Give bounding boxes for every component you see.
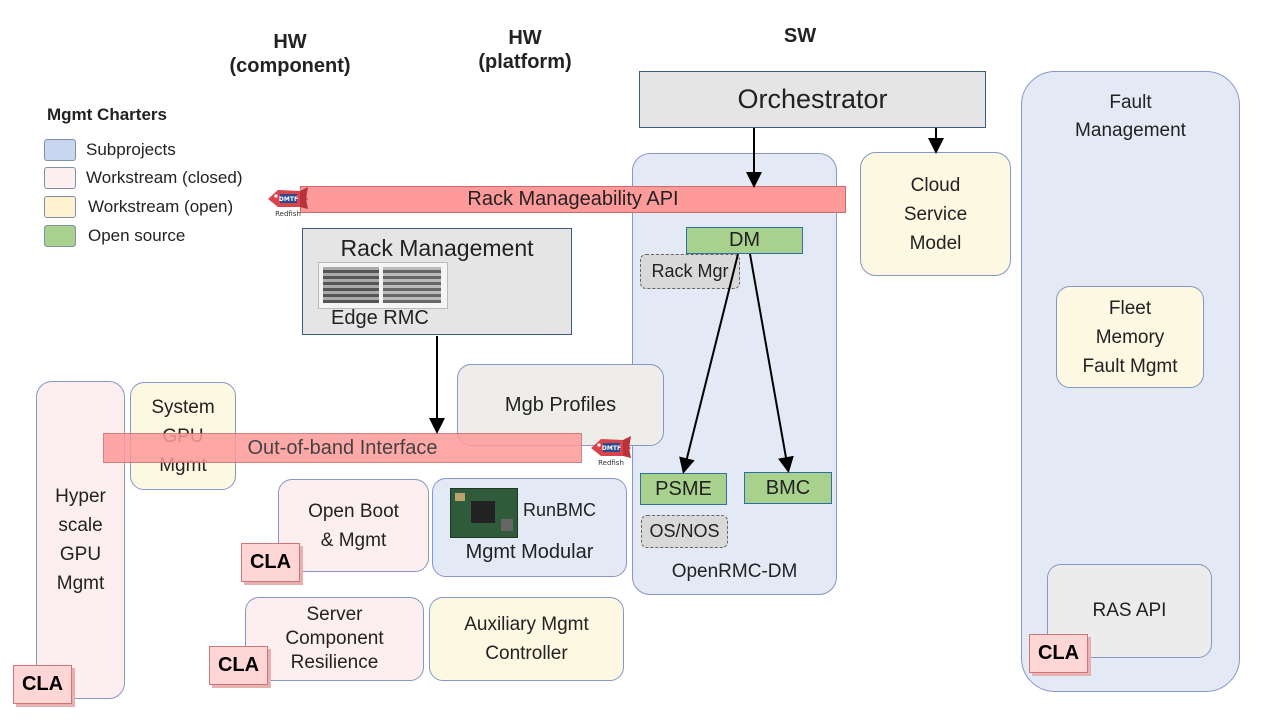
svg-text:Redfish: Redfish bbox=[598, 459, 624, 467]
rack-mgr-box: Rack Mgr bbox=[640, 254, 740, 289]
legend: Subprojects Workstream (closed) Workstre… bbox=[44, 136, 243, 250]
cla-badge: CLA bbox=[13, 665, 72, 704]
mgmt-modular-box: RunBMC Mgmt Modular bbox=[432, 478, 627, 577]
legend-swatch-open-source bbox=[44, 225, 76, 247]
fleet-memory-box: Fleet Memory Fault Mgmt bbox=[1056, 286, 1204, 388]
legend-item: Subprojects bbox=[44, 136, 243, 164]
cla-badge: CLA bbox=[1029, 634, 1088, 673]
fault-management-label: Fault Management bbox=[1075, 92, 1186, 141]
auxiliary-mgmt-controller-box: Auxiliary Mgmt Controller bbox=[429, 597, 624, 681]
legend-item: Workstream (closed) bbox=[44, 164, 243, 192]
legend-swatch-workstream-open bbox=[44, 196, 76, 218]
os-nos-box: OS/NOS bbox=[641, 515, 728, 548]
legend-item: Open source bbox=[44, 222, 243, 250]
cla-badge: CLA bbox=[209, 646, 268, 685]
dm-box: DM bbox=[686, 227, 803, 254]
redfish-logo-icon: DMTF Redfish bbox=[589, 434, 633, 473]
psme-box: PSME bbox=[640, 473, 727, 505]
out-of-band-interface-bar: Out-of-band Interface bbox=[103, 433, 582, 463]
open-boot-mgmt-box: Open Boot & Mgmt bbox=[278, 479, 429, 572]
runbmc-board-image bbox=[450, 488, 518, 538]
hyperscale-gpu-mgmt-box: Hyper scale GPU Mgmt bbox=[36, 381, 125, 699]
legend-label: Workstream (closed) bbox=[86, 168, 243, 187]
edge-rmc-label: Edge RMC bbox=[331, 307, 429, 329]
rack-manageability-api-bar: Rack Manageability API bbox=[300, 186, 846, 213]
header-hw-component: HW (component) bbox=[229, 31, 351, 77]
svg-text:DMTF: DMTF bbox=[602, 445, 621, 452]
header-sw: SW bbox=[783, 25, 817, 47]
svg-text:DMTF: DMTF bbox=[279, 196, 298, 203]
legend-label: Subprojects bbox=[86, 140, 176, 159]
header-hw-platform: HW (platform) bbox=[478, 27, 572, 73]
svg-text:Redfish: Redfish bbox=[275, 210, 301, 218]
openrmc-dm-label: OpenRMC-DM bbox=[671, 561, 798, 582]
mgmt-modular-label: Mgmt Modular bbox=[465, 541, 594, 563]
server-component-resilience-box: Server Component Resilience bbox=[245, 597, 424, 681]
cla-badge: CLA bbox=[241, 543, 300, 582]
cloud-service-model-box: Cloud Service Model bbox=[860, 152, 1011, 276]
orchestrator-box: Orchestrator bbox=[639, 71, 986, 128]
bmc-box: BMC bbox=[744, 472, 832, 504]
mgb-profiles-box: Mgb Profiles bbox=[457, 364, 664, 446]
rack-management-title: Rack Management bbox=[340, 235, 534, 261]
rack-management-box: Rack Management Edge RMC bbox=[302, 228, 572, 335]
legend-swatch-subprojects bbox=[44, 139, 76, 161]
legend-swatch-workstream-closed bbox=[44, 167, 76, 189]
runbmc-label: RunBMC bbox=[523, 500, 597, 520]
legend-title: Mgmt Charters bbox=[47, 105, 167, 124]
redfish-logo-icon: DMTF Redfish bbox=[266, 185, 310, 224]
server-chassis-image bbox=[318, 262, 448, 309]
legend-item: Workstream (open) bbox=[44, 192, 243, 222]
legend-label: Open source bbox=[88, 226, 186, 245]
legend-label: Workstream (open) bbox=[88, 197, 234, 216]
